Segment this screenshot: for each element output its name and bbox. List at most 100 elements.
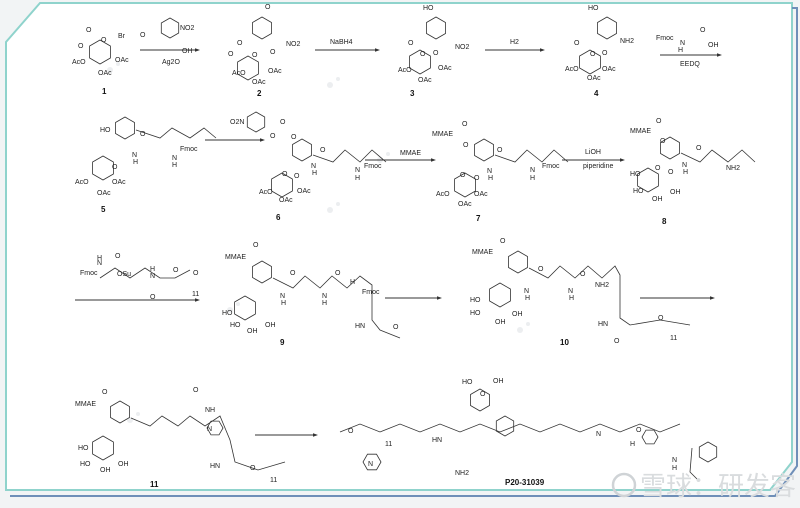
arrow-step8 <box>75 298 200 302</box>
atom-label: O <box>173 267 179 274</box>
atom-label: O <box>614 338 620 345</box>
atom-label: OAc <box>587 75 601 82</box>
card-shadow-edge <box>10 7 798 497</box>
atom-label: H <box>683 169 688 176</box>
atom-label: Fmoc <box>362 289 380 296</box>
atom-label: Fmoc <box>542 163 560 170</box>
atom-label: O <box>408 40 414 47</box>
atom-label: N <box>97 260 102 267</box>
atom-label: Fmoc <box>656 35 674 42</box>
watermark-logo-icon <box>227 307 233 313</box>
atom-label: NH2 <box>455 470 469 477</box>
watermark-logo-icon <box>236 302 240 306</box>
atom-label: HO <box>462 379 473 386</box>
atom-label: MMAE <box>75 401 96 408</box>
atom-label: AcO <box>398 67 412 74</box>
c9-sugar-ring <box>234 295 256 321</box>
c11-aryl-ring <box>110 400 130 424</box>
atom-label: O <box>265 4 271 11</box>
arrow-step9 <box>385 296 442 300</box>
atom-label: N <box>368 461 373 468</box>
atom-label: OH <box>493 378 504 385</box>
atom-label: O <box>335 270 341 277</box>
atom-label: HO <box>470 297 481 304</box>
atom-label: HN <box>355 323 365 330</box>
molecule-skeletons <box>89 16 756 481</box>
arrowhead-icon <box>195 48 200 52</box>
atom-label: O <box>602 50 608 57</box>
atom-label: O <box>460 172 466 179</box>
atom-label: OAc <box>279 197 293 204</box>
atom-label: Br <box>118 33 126 40</box>
atom-label: H <box>525 295 530 302</box>
c8-sugar-ring <box>637 167 659 193</box>
arrow-step2 <box>315 48 380 52</box>
atom-label: O <box>500 238 506 245</box>
atom-label: MMAE <box>225 254 246 261</box>
atom-label: O <box>102 389 108 396</box>
atom-label: 11 <box>192 291 199 298</box>
atom-label: AcO <box>232 70 246 77</box>
brand-logo-icon <box>611 472 637 498</box>
atom-label: O <box>668 169 674 176</box>
arrow-step3 <box>485 48 545 52</box>
atom-label: N <box>172 155 177 162</box>
p20-backbone <box>339 423 681 433</box>
atom-label: Ag2O <box>162 59 180 66</box>
atom-label: H <box>350 279 355 286</box>
c5-sugar-ring <box>92 155 114 181</box>
atom-label: O <box>497 147 503 154</box>
atom-label: N <box>207 426 212 433</box>
c5-aryl-ring <box>115 116 135 140</box>
atom-label: NO2 <box>180 25 195 32</box>
atom-label: OH <box>670 189 681 196</box>
p20-maleimide-ring <box>362 453 382 471</box>
atom-label: N <box>530 167 535 174</box>
atom-label: O <box>270 49 276 56</box>
atom-label: O <box>656 118 662 125</box>
atom-label: HO <box>588 5 599 12</box>
arrowhead-icon <box>717 53 722 57</box>
atom-label: O <box>655 165 661 172</box>
atom-label: H2 <box>510 39 519 46</box>
arrow-step5 <box>205 138 265 142</box>
atom-label: AcO <box>72 59 86 66</box>
atom-label: N <box>280 293 285 300</box>
compound-number: 6 <box>276 213 281 222</box>
atom-label: HO <box>222 310 233 317</box>
arrowhead-icon <box>437 296 442 300</box>
atom-label: Fmoc <box>364 163 382 170</box>
c6-sugar-ring <box>271 172 293 198</box>
p20-sugar-ring <box>470 388 490 412</box>
atom-label: MMAE <box>400 150 421 157</box>
atom-label: H <box>312 170 317 177</box>
c8-aryl-ring <box>660 136 680 160</box>
step8-reagent-chain <box>99 267 191 279</box>
atom-label: OH <box>652 196 663 203</box>
atom-label: H <box>530 175 535 182</box>
c2-aryl-ring <box>252 16 272 40</box>
atom-label: O <box>112 164 118 171</box>
atom-label: OH <box>247 328 258 335</box>
atom-label: O <box>253 242 259 249</box>
compound-number-p20-31039: P20-31039 <box>505 478 545 487</box>
atom-label: N <box>596 431 601 438</box>
atom-label: H <box>172 162 177 169</box>
atom-label: O <box>480 391 486 398</box>
atom-label: OAc <box>112 179 126 186</box>
atom-label: O <box>320 147 326 154</box>
atom-label: OAc <box>252 79 266 86</box>
atom-label: O <box>150 294 156 301</box>
atom-label: OAc <box>268 68 282 75</box>
atom-label: O <box>580 271 586 278</box>
watermark-logo-icon <box>336 77 340 81</box>
atom-label: OAc <box>474 191 488 198</box>
atom-label: N <box>311 163 316 170</box>
atom-label: O <box>140 131 146 138</box>
atom-label: O <box>393 324 399 331</box>
atom-label: NH2 <box>726 165 740 172</box>
atom-label: O <box>696 145 702 152</box>
atom-label: H <box>281 300 286 307</box>
atom-label: Fmoc <box>180 146 198 153</box>
